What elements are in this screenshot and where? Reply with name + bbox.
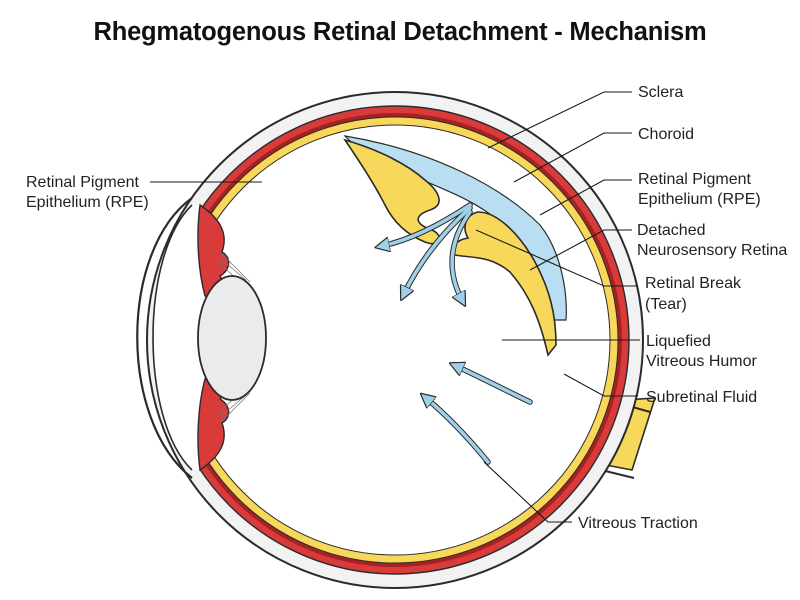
lens <box>197 275 267 401</box>
label-vitreous-traction: Vitreous Traction <box>578 515 698 532</box>
traction-arrow-1 <box>456 366 532 404</box>
label-retinal-break: Retinal Break (Tear) <box>645 275 746 313</box>
label-detached-retina: Detached Neurosensory Retina <box>637 222 787 259</box>
label-rpe-right: Retinal Pigment Epithelium (RPE) <box>638 171 761 208</box>
leader-lines <box>150 91 640 523</box>
cornea <box>136 197 193 479</box>
ciliary-body-upper <box>197 203 230 297</box>
flow-arrow-3 <box>450 210 472 300</box>
flow-arrow-2 <box>404 206 472 294</box>
detached-retina-main <box>451 211 557 357</box>
label-sclera: Sclera <box>638 84 683 101</box>
ciliary-body-lower <box>197 378 230 472</box>
label-vitreous: Liquefied Vitreous Humor <box>646 333 758 370</box>
anterior-chamber <box>153 205 200 470</box>
label-subretinal-fluid: Subretinal Fluid <box>646 389 757 406</box>
label-choroid: Choroid <box>638 126 694 143</box>
label-rpe-left: Retinal Pigment Epithelium (RPE) <box>26 174 149 211</box>
page-title: Rhegmatogenous Retinal Detachment - Mech… <box>93 18 707 46</box>
flow-arrow-1 <box>382 203 472 246</box>
traction-arrow-2 <box>426 398 490 464</box>
